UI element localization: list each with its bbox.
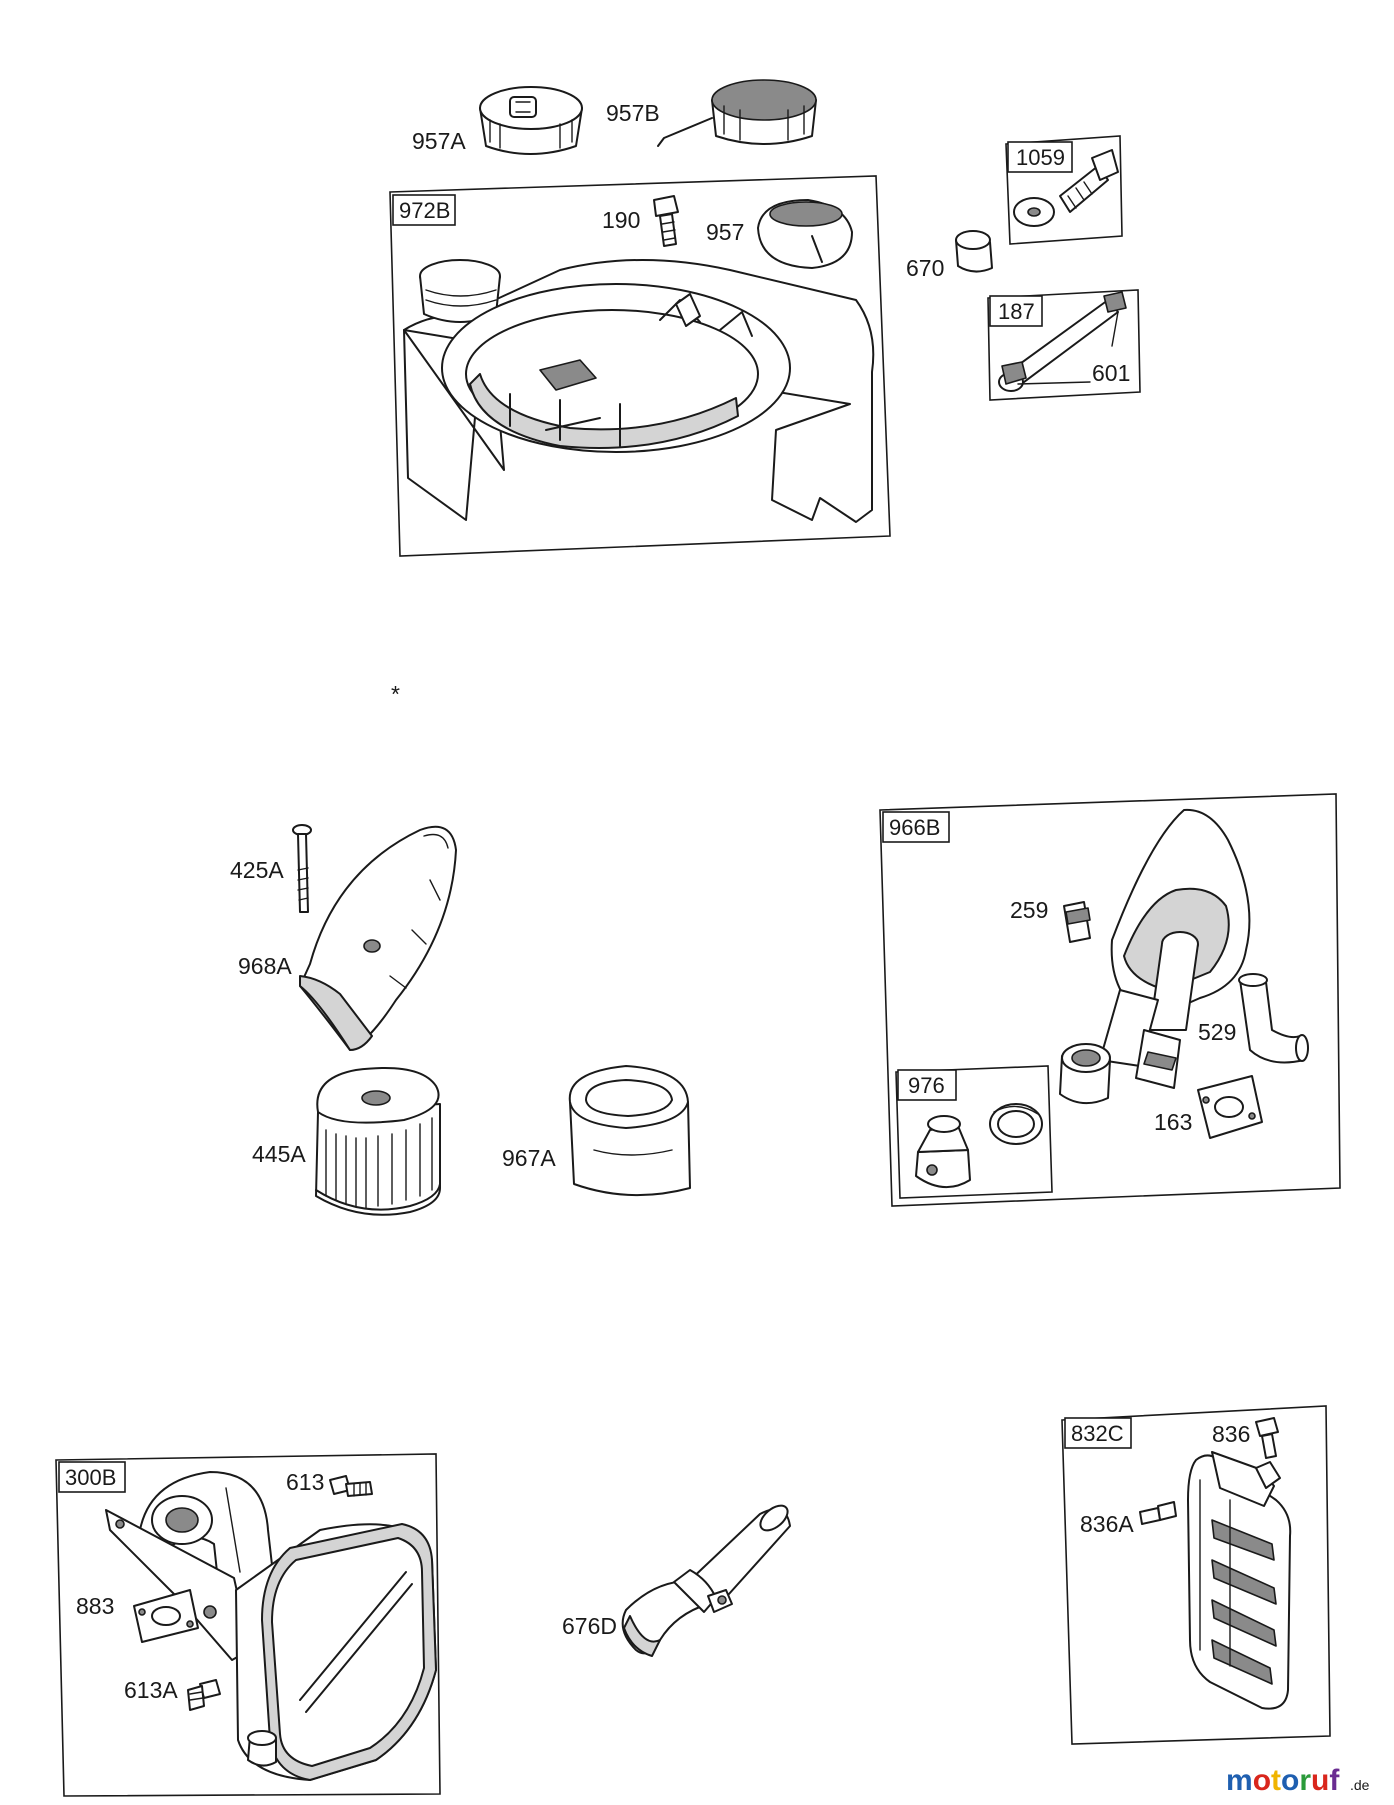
watermark-suffix: .de [1350,1777,1370,1793]
label-445A: 445A [252,1141,306,1167]
label-529: 529 [1198,1019,1236,1045]
part-670-bushing [955,230,993,273]
label-968A: 968A [238,953,292,979]
watermark-text: motoruf [1226,1764,1340,1797]
part-187-fuel-line [998,291,1127,392]
part-836A-screw [1139,1501,1177,1525]
label-190: 190 [602,207,640,233]
label-613A: 613A [124,1677,178,1703]
tag-972B [392,194,456,226]
part-972B-fuel-tank [403,259,875,523]
part-163-gasket [1197,1075,1263,1139]
part-976-breather [915,1103,1043,1188]
label-957B: 957B [606,100,660,126]
tag-966B [882,811,950,843]
watermark-letter: m [1226,1764,1253,1797]
tag-832C [1064,1417,1132,1449]
part-529-elbow-tube [1238,973,1309,1064]
frame-832C [1061,1405,1331,1745]
label-836: 836 [1212,1421,1250,1447]
part-300B-muffler [105,1471,437,1781]
label-967A: 967A [502,1145,556,1171]
part-425A-screw [292,824,312,913]
part-966B-air-cleaner-base [1059,808,1251,1105]
part-190-bolt [653,195,679,247]
watermark-letter: f [1329,1764,1340,1797]
label-957A: 957A [412,128,466,154]
part-967A-pre-cleaner [568,1065,691,1197]
part-832C-heat-shield [1187,1451,1292,1710]
tag-187-label: 187 [998,299,1035,324]
frame-966B [879,793,1341,1207]
tag-972B-label: 972B [399,198,450,223]
label-676D: 676D [562,1613,617,1639]
tag-1059-label: 1059 [1016,145,1065,170]
tag-187 [989,295,1043,327]
frame-972B [389,175,891,557]
watermark-letter: o [1281,1764,1299,1797]
frame-187 [987,289,1141,401]
label-259: 259 [1010,897,1048,923]
label-613: 613 [286,1469,324,1495]
part-259-clip [1063,901,1091,943]
label-601: 601 [1092,360,1130,386]
watermark-letter: r [1299,1764,1311,1797]
frame-1059 [1005,135,1123,245]
part-957-fuel-cap [757,199,853,269]
label-425A: 425A [230,857,284,883]
part-957B-dipstick-cap [657,79,817,147]
part-957A-fuel-cap [479,86,583,155]
part-883-gasket [133,1589,199,1643]
tag-832C-label: 832C [1071,1421,1124,1446]
tag-976-label: 976 [908,1073,945,1098]
frame-300B [55,1453,441,1797]
watermark-logo: motoruf .de [1226,1764,1370,1797]
tag-300B-label: 300B [65,1465,116,1490]
part-676D-exhaust-deflector [621,1504,791,1657]
watermark-letter: t [1271,1764,1281,1797]
label-957: 957 [706,219,744,245]
frame-976 [895,1065,1053,1199]
tag-1059 [1007,141,1073,173]
watermark-letter: u [1311,1764,1329,1797]
watermark-letter: o [1253,1764,1271,1797]
part-445A-air-filter [315,1067,441,1216]
label-883: 883 [76,1593,114,1619]
tag-976 [897,1069,957,1101]
stray-mark: * [391,681,400,707]
label-670: 670 [906,255,944,281]
part-1059-bolt-washer [1013,149,1119,227]
label-163: 163 [1154,1109,1192,1135]
part-613A-bolt [187,1679,221,1711]
part-836-screw [1255,1417,1279,1459]
tag-300B [58,1461,126,1493]
tag-966B-label: 966B [889,815,940,840]
label-836A: 836A [1080,1511,1134,1537]
part-968A-air-cleaner-cover [299,825,457,1051]
part-613-bolt [329,1475,373,1497]
